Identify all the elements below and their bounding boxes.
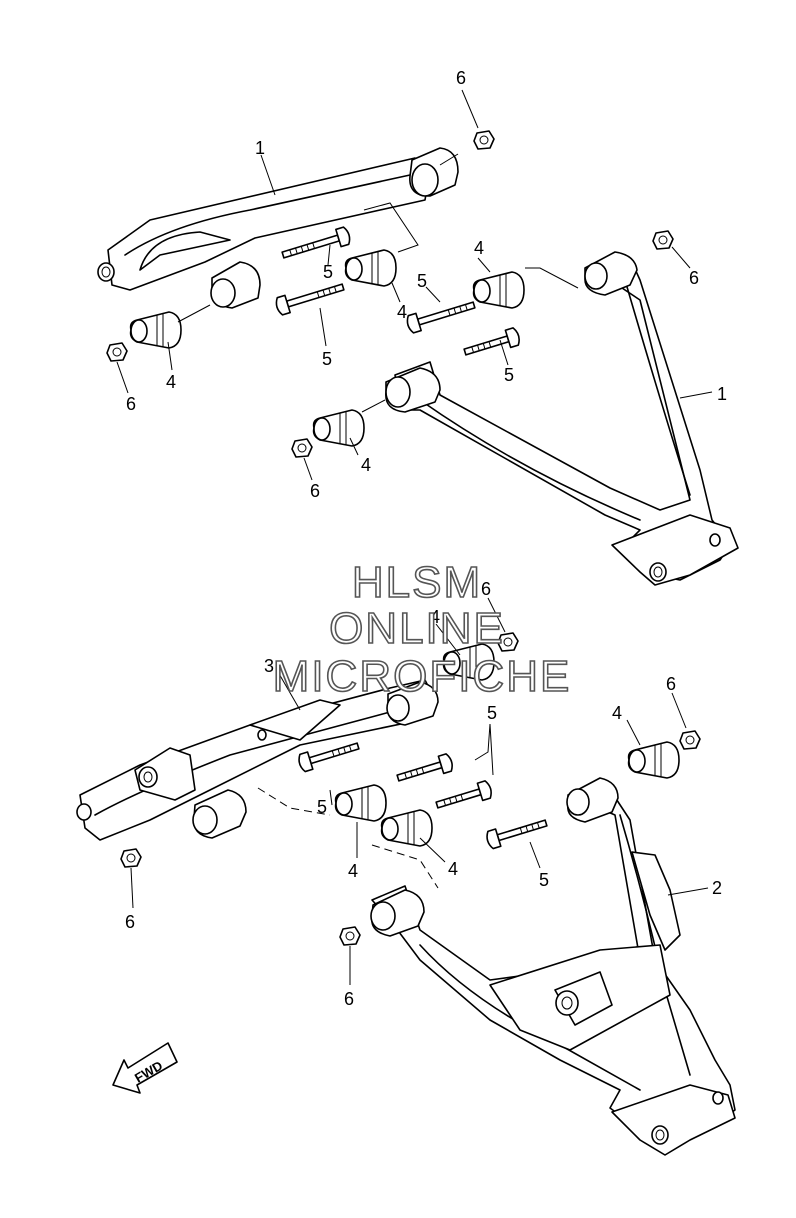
callout-1-upper-right: 1 <box>717 384 727 404</box>
bolts <box>275 226 548 850</box>
callout-5: 5 <box>504 365 514 385</box>
watermark-line-2: ONLINE <box>329 604 505 653</box>
callout-4: 4 <box>612 703 622 723</box>
callout-4: 4 <box>430 607 440 627</box>
callout-2: 2 <box>712 878 722 898</box>
callout-6: 6 <box>125 912 135 932</box>
callout-4: 4 <box>448 859 458 879</box>
watermark-line-1: HLSM <box>352 558 482 607</box>
watermark-line-3: MICROFICHE <box>273 652 572 701</box>
lower-arm-left <box>76 679 439 841</box>
watermark: HLSM ONLINE MICROFICHE <box>272 557 572 702</box>
callout-5: 5 <box>322 349 332 369</box>
callout-6: 6 <box>344 989 354 1009</box>
bushings <box>129 249 680 847</box>
callout-5: 5 <box>487 703 497 723</box>
callout-6: 6 <box>666 674 676 694</box>
callout-4: 4 <box>166 372 176 392</box>
lower-arm-right <box>370 777 736 1156</box>
callout-4: 4 <box>474 238 484 258</box>
callout-4: 4 <box>361 455 371 475</box>
callout-4: 4 <box>348 861 358 881</box>
callout-4: 4 <box>397 302 407 322</box>
callout-6: 6 <box>310 481 320 501</box>
callout-5: 5 <box>417 271 427 291</box>
upper-arm-right <box>385 251 739 586</box>
callout-6: 6 <box>456 68 466 88</box>
callout-6: 6 <box>689 268 699 288</box>
callout-6: 6 <box>481 579 491 599</box>
leader-lines <box>116 89 713 985</box>
fwd-arrow-icon: FWD <box>112 1042 178 1094</box>
callout-3: 3 <box>264 656 274 676</box>
callout-5: 5 <box>317 797 327 817</box>
callout-5: 5 <box>323 262 333 282</box>
callout-6: 6 <box>126 394 136 414</box>
callout-1-upper-left: 1 <box>255 138 265 158</box>
callout-labels: 1 1 2 3 4 4 4 4 4 4 4 4 5 5 5 5 5 5 5 6 … <box>125 68 727 1009</box>
nuts <box>106 130 701 946</box>
upper-arm-left <box>97 147 459 309</box>
callout-5: 5 <box>539 870 549 890</box>
